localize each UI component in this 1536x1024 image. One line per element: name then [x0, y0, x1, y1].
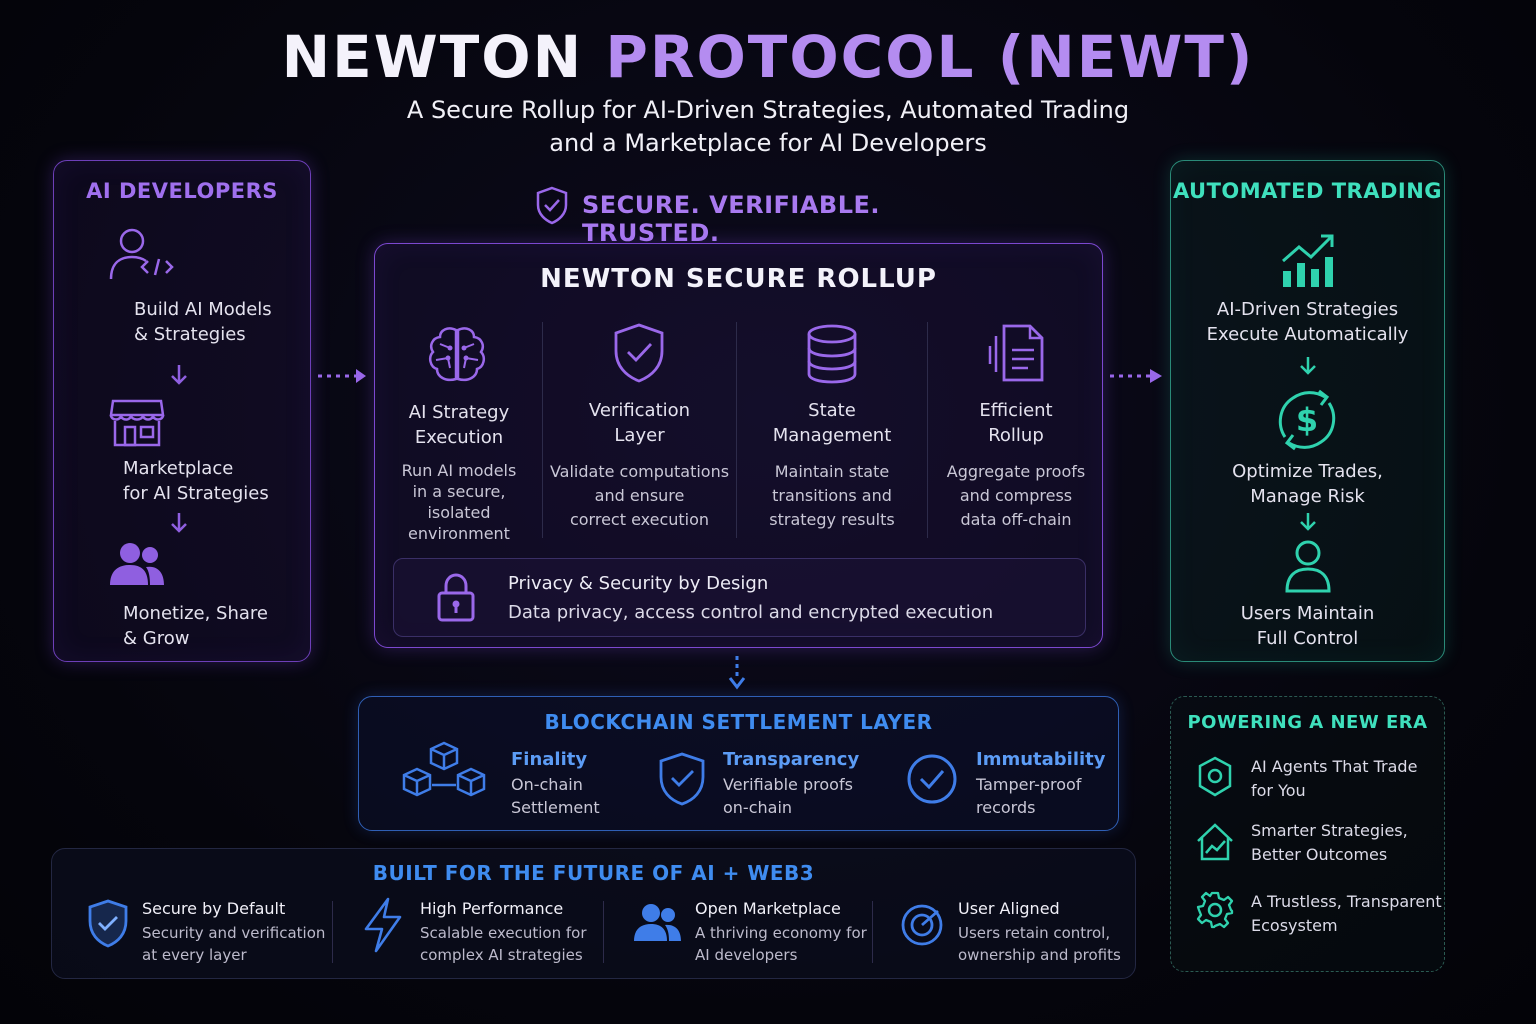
- column-divider: [927, 322, 928, 538]
- target-icon: [901, 904, 943, 946]
- dollar-cycle-icon: $: [1278, 389, 1336, 451]
- document-stack-icon: [988, 324, 1044, 382]
- settlement-item-desc: Verifiable proofs on-chain: [723, 775, 853, 817]
- dotted-arrow-right-icon: [1110, 369, 1162, 383]
- blocks-icon: [402, 741, 486, 797]
- database-icon: [807, 324, 857, 384]
- title-purple-part: PROTOCOL (NEWT): [605, 23, 1255, 91]
- column-title: AI Strategy Execution: [408, 402, 510, 448]
- trading-step-1-text: AI-Driven Strategies Execute Automatical…: [1206, 299, 1409, 345]
- settlement-item-title: Finality: [511, 749, 588, 770]
- user-icon: [1285, 540, 1331, 593]
- automated-trading-heading: AUTOMATED TRADING: [1172, 179, 1443, 203]
- settlement-item-title: Immutability: [976, 749, 1106, 770]
- tagline-text: SECURE. VERIFIABLE. TRUSTED.: [582, 191, 881, 247]
- future-features-panel: BUILT FOR THE FUTURE OF AI + WEB3 Secure…: [51, 848, 1136, 979]
- column-divider: [332, 901, 333, 963]
- future-item-desc: Scalable execution for complex AI strate…: [420, 924, 587, 964]
- shield-check-icon: [536, 186, 568, 225]
- dev-step-2-text: Marketplace for AI Strategies: [123, 458, 269, 504]
- gear-icon: [1196, 891, 1234, 929]
- page-title: NEWTON PROTOCOL (NEWT): [0, 22, 1536, 92]
- new-era-heading: POWERING A NEW ERA: [1187, 712, 1428, 733]
- column-divider: [542, 322, 543, 538]
- rollup-heading: NEWTON SECURE ROLLUP: [540, 264, 937, 294]
- shield-check-icon: [88, 899, 128, 948]
- dotted-arrow-down-icon: [728, 656, 746, 690]
- settlement-heading: BLOCKCHAIN SETTLEMENT LAYER: [544, 710, 933, 734]
- column-title: State Management: [772, 400, 892, 446]
- future-heading: BUILT FOR THE FUTURE OF AI + WEB3: [372, 861, 815, 885]
- trading-step-3-text: Users Maintain Full Control: [1240, 603, 1375, 649]
- privacy-title: Privacy & Security by Design: [508, 573, 769, 594]
- house-chart-icon: [1197, 823, 1233, 861]
- new-era-item-text: Smarter Strategies, Better Outcomes: [1251, 821, 1408, 864]
- check-circle-icon: [907, 754, 957, 804]
- down-arrow-icon: [1300, 513, 1316, 531]
- future-item-desc: A thriving economy for AI developers: [695, 924, 867, 964]
- shield-check-icon: [614, 323, 664, 383]
- column-description: Maintain state transitions and strategy …: [769, 462, 895, 529]
- growth-chart-icon: [1282, 234, 1334, 287]
- column-title: Verification Layer: [588, 400, 691, 446]
- subtitle-line-1: A Secure Rollup for AI-Driven Strategies…: [406, 96, 1130, 124]
- future-item-title: Secure by Default: [142, 899, 286, 918]
- privacy-description: Data privacy, access control and encrypt…: [508, 602, 994, 623]
- shield-check-icon: [659, 752, 705, 806]
- settlement-item-desc: On-chain Settlement: [511, 775, 600, 817]
- future-item-desc: Security and verification at every layer: [142, 924, 326, 964]
- column-divider: [872, 901, 873, 963]
- future-item-title: High Performance: [420, 899, 564, 918]
- dev-step-3-text: Monetize, Share & Grow: [123, 603, 268, 649]
- future-item-title: User Aligned: [958, 899, 1060, 918]
- new-era-item-text: A Trustless, Transparent Ecosystem: [1251, 892, 1442, 935]
- tagline: SECURE. VERIFIABLE. TRUSTED.: [534, 185, 1004, 247]
- automated-trading-panel: AUTOMATED TRADING AI-Driven Strategies E…: [1170, 160, 1445, 662]
- agent-icon: [1198, 756, 1232, 797]
- lock-icon: [437, 573, 475, 622]
- column-description: Validate computations and ensure correct…: [549, 462, 730, 529]
- dev-step-1-text: Build AI Models & Strategies: [134, 299, 272, 345]
- users-icon: [110, 543, 164, 585]
- future-item-title: Open Marketplace: [695, 899, 841, 918]
- new-era-panel: POWERING A NEW ERA AI Agents That Trade …: [1170, 696, 1445, 972]
- settlement-item-title: Transparency: [723, 749, 860, 770]
- users-icon: [634, 904, 681, 941]
- storefront-icon: [109, 399, 165, 447]
- ai-developers-heading: AI DEVELOPERS: [86, 179, 278, 203]
- column-description: Aggregate proofs and compress data off-c…: [946, 462, 1086, 529]
- down-arrow-icon: [1300, 357, 1316, 375]
- column-divider: [603, 901, 604, 963]
- subtitle-line-2: and a Marketplace for AI Developers: [549, 129, 987, 157]
- trading-step-2-text: Optimize Trades, Manage Risk: [1232, 461, 1383, 507]
- column-divider: [736, 322, 737, 538]
- down-arrow-icon: [171, 513, 187, 533]
- page-subtitle: A Secure Rollup for AI-Driven Strategies…: [268, 94, 1268, 160]
- future-item-desc: Users retain control, ownership and prof…: [958, 924, 1121, 964]
- column-description: Run AI models in a secure, isolated envi…: [401, 461, 517, 543]
- down-arrow-icon: [171, 365, 187, 385]
- settlement-layer-panel: BLOCKCHAIN SETTLEMENT LAYER Finality On-…: [358, 696, 1119, 831]
- lightning-icon: [364, 897, 402, 953]
- new-era-item-text: AI Agents That Trade for You: [1251, 757, 1418, 800]
- ai-developers-panel: AI DEVELOPERS Build AI Models & Strategi…: [53, 160, 311, 662]
- secure-rollup-panel: NEWTON SECURE ROLLUP AI Strategy Executi…: [374, 243, 1103, 648]
- settlement-item-desc: Tamper-proof records: [976, 775, 1082, 817]
- developer-code-icon: [109, 228, 174, 280]
- privacy-banner: Privacy & Security by Design Data privac…: [393, 558, 1086, 637]
- title-white-part: NEWTON: [281, 23, 584, 91]
- svg-text:$: $: [1296, 401, 1318, 439]
- column-title: Efficient Rollup: [979, 400, 1053, 446]
- brain-icon: [428, 327, 486, 382]
- dotted-arrow-right-icon: [318, 369, 366, 383]
